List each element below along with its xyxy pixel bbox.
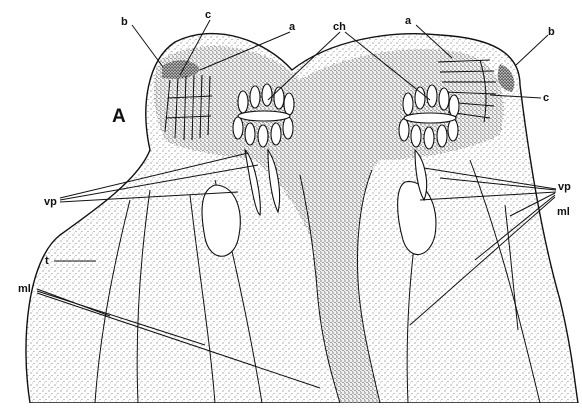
label-t: t [45,255,49,267]
label-c-right: c [543,92,549,104]
label-ml-left: ml [18,283,31,295]
label-vp-right: vp [558,181,571,193]
label-b-right: b [548,26,555,38]
panel-letter: A [112,106,126,127]
label-ch: ch [333,21,346,33]
label-a-left: a [289,21,296,33]
label-vp-left: vp [44,196,57,208]
label-ml-right: ml [557,206,570,218]
label-c-left: c [205,9,211,21]
label-b-left: b [121,16,128,28]
label-a-right: a [405,15,412,27]
